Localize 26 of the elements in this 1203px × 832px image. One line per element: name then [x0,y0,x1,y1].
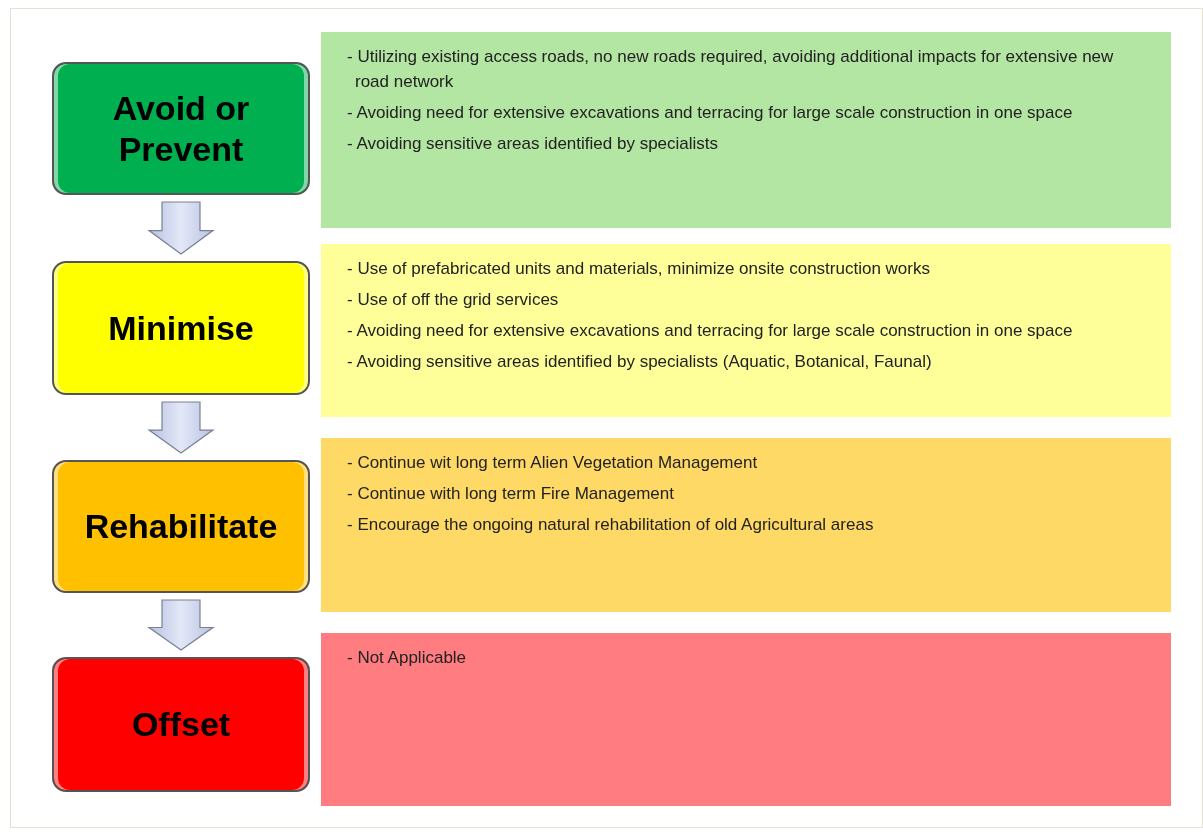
stage-box [52,62,310,195]
stage-title: Minimise [107,307,255,349]
measures-panel [321,438,1171,612]
bullet-text: - Avoiding sensitive areas identified by specialists (Aquatic, Botanical, Faunal) [347,351,933,373]
bullet-text: - Continue with long term Fire Management [347,483,675,505]
bullet-text: - Avoiding need for extensive excavations and terracing for large scale construction in one space [347,320,1074,342]
bullet-text: - Utilizing existing access roads, no new roads required, avoiding additional impacts for extensive new road network [347,46,1115,93]
bullet-text: - Use of off the grid services [347,289,560,311]
bullet-text: - Encourage the ongoing natural rehabilitation of old Agricultural areas [347,514,875,536]
block-arrow [147,401,215,454]
bullet-text: - Use of prefabricated units and materials, minimize onsite construction works [347,258,931,280]
stage-title: Offset [130,704,232,745]
measures-panel [321,32,1171,228]
bullet-text: - Avoiding sensitive areas identified by specialists [347,133,720,155]
stage-title: Avoid or Prevent [111,87,251,170]
bullet-text: - Avoiding need for extensive excavations and terracing for large scale construction in one space [347,102,1074,124]
bullet-text: - Not Applicable [347,647,468,669]
measures-panel [321,244,1171,417]
bullet-text: - Continue wit long term Alien Vegetation Management [347,452,759,474]
stage-box [52,261,310,395]
block-arrow [147,599,215,651]
stage-box [52,460,310,593]
stage-title: Rehabilitate [83,506,279,547]
block-arrow [147,201,215,255]
stage-box [52,657,310,792]
measures-panel [321,633,1171,806]
